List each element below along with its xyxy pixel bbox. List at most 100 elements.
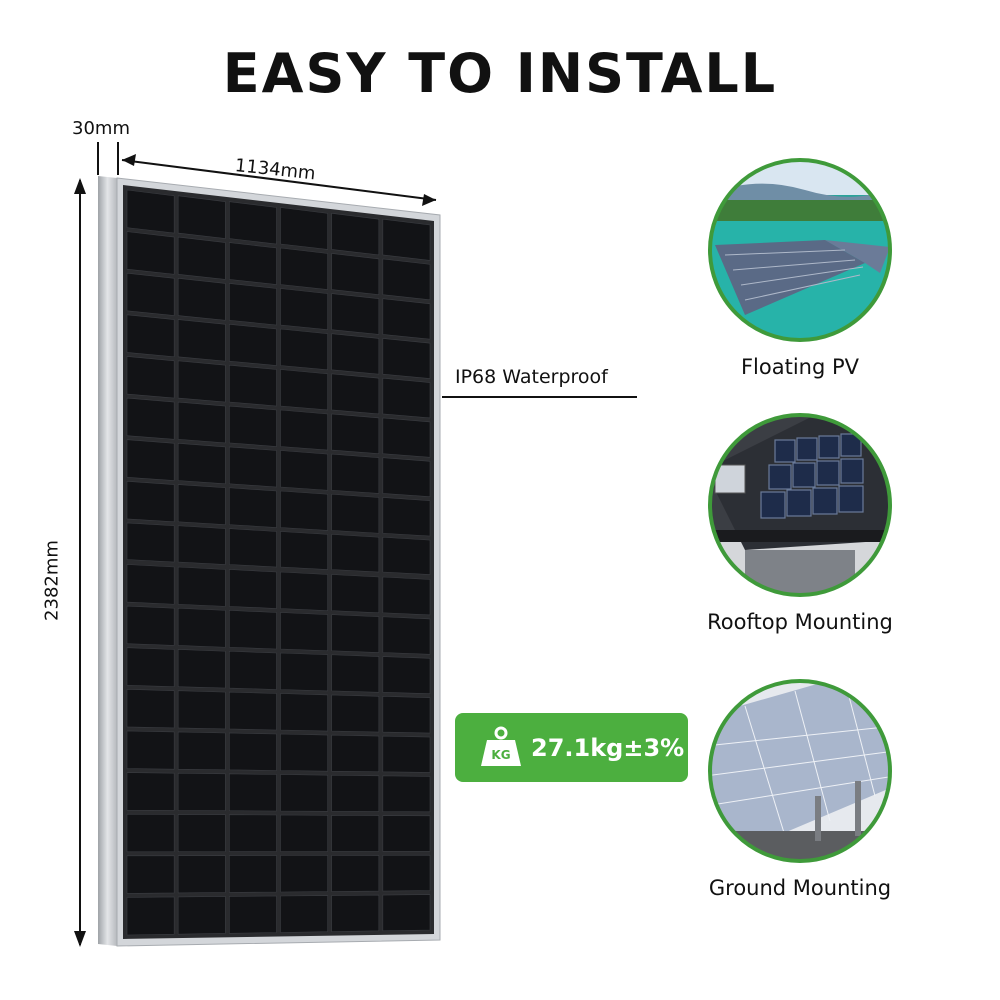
solar-cell xyxy=(280,328,328,371)
solar-cell xyxy=(382,656,431,694)
height-label: 2382mm xyxy=(41,540,63,621)
solar-cell xyxy=(331,694,380,733)
application-label: Ground Mounting xyxy=(708,876,892,900)
solar-cell xyxy=(126,689,175,729)
solar-cell xyxy=(126,730,175,770)
solar-cell xyxy=(331,293,380,335)
thickness-label: 30mm xyxy=(72,118,130,139)
solar-cell xyxy=(177,896,226,935)
solar-cell xyxy=(280,450,328,491)
application-floating-pv: Floating PV xyxy=(700,155,900,379)
solar-cell xyxy=(229,895,277,934)
solar-cell xyxy=(331,212,380,256)
solar-cell xyxy=(280,288,328,331)
application-label: Rooftop Mounting xyxy=(707,610,893,634)
solar-cell xyxy=(229,855,277,893)
weight-value: 27.1kg±3% xyxy=(531,733,685,762)
solar-cell xyxy=(229,487,277,528)
solar-cell xyxy=(382,417,431,458)
solar-panel xyxy=(98,176,441,947)
solar-cell xyxy=(229,814,277,852)
solar-cell xyxy=(331,534,380,573)
solar-cell xyxy=(126,522,175,563)
solar-cell xyxy=(126,480,175,523)
solar-cell xyxy=(177,442,226,485)
solar-cell xyxy=(382,854,431,892)
solar-cell xyxy=(382,377,431,419)
solar-cell xyxy=(280,571,328,611)
solar-cell xyxy=(177,649,226,689)
solar-cell xyxy=(382,298,431,340)
weight-icon-text: KG xyxy=(491,748,510,762)
solar-cell xyxy=(126,772,175,811)
solar-cell xyxy=(126,813,175,853)
solar-cell xyxy=(280,247,328,290)
application-rooftop: Rooftop Mounting xyxy=(700,410,900,634)
solar-cell xyxy=(126,314,175,358)
solar-cell xyxy=(177,566,226,607)
solar-cell xyxy=(382,258,431,301)
solar-cell xyxy=(280,733,328,772)
solar-cell xyxy=(331,333,380,375)
solar-cell xyxy=(126,439,175,481)
solar-cell xyxy=(331,453,380,494)
solar-cell xyxy=(177,690,226,730)
solar-cell xyxy=(126,647,175,688)
solar-cell xyxy=(331,493,380,534)
solar-cell xyxy=(382,735,431,773)
solar-cell xyxy=(177,607,226,648)
solar-cell xyxy=(229,283,277,326)
solar-cell xyxy=(229,201,277,245)
weight-icon: KG xyxy=(481,726,521,766)
solar-cell xyxy=(229,446,277,488)
solar-cell xyxy=(177,814,226,852)
solar-cell xyxy=(126,272,175,316)
weight-badge: KG 27.1kg±3% xyxy=(455,713,688,782)
solar-cell xyxy=(280,531,328,570)
solar-cell xyxy=(280,693,328,732)
solar-cell xyxy=(177,236,226,280)
solar-cell xyxy=(229,569,277,609)
solar-cell xyxy=(331,855,380,892)
solar-cell xyxy=(280,814,328,852)
solar-cell xyxy=(382,775,431,813)
solar-cell xyxy=(177,855,226,894)
solar-cell xyxy=(126,397,175,440)
solar-cell xyxy=(280,652,328,692)
solar-cell xyxy=(382,576,431,616)
solar-cell xyxy=(382,894,431,932)
solar-cell xyxy=(331,734,380,773)
solar-cell xyxy=(331,574,380,614)
solar-cell xyxy=(177,772,226,812)
solar-cell xyxy=(331,413,380,455)
solar-cell xyxy=(382,536,431,575)
solar-cell xyxy=(331,654,380,693)
solar-cell xyxy=(177,277,226,321)
solar-cell xyxy=(229,732,277,771)
solar-cell xyxy=(177,401,226,444)
solar-cell xyxy=(229,364,277,407)
solar-cell xyxy=(280,612,328,652)
solar-cell xyxy=(280,369,328,411)
solar-cell xyxy=(382,616,431,655)
solar-cell xyxy=(382,338,431,379)
solar-cell xyxy=(382,497,431,537)
solar-cell xyxy=(382,457,431,498)
solar-cell xyxy=(382,815,431,852)
solar-cell xyxy=(126,564,175,605)
ground-mount-photo xyxy=(708,679,892,863)
solar-cell xyxy=(229,610,277,650)
solar-cell xyxy=(229,773,277,812)
waterproof-label: IP68 Waterproof xyxy=(455,366,608,388)
solar-cell xyxy=(229,405,277,447)
solar-cell xyxy=(331,774,380,812)
solar-cell xyxy=(177,360,226,403)
floating-pv-photo xyxy=(708,158,892,342)
solar-cell xyxy=(331,814,380,852)
solar-cell xyxy=(331,614,380,653)
solar-cell xyxy=(382,218,431,261)
solar-cell xyxy=(229,323,277,366)
solar-cell xyxy=(229,650,277,690)
solar-cell xyxy=(126,231,175,275)
page-title: EASY TO INSTALL xyxy=(222,42,778,105)
